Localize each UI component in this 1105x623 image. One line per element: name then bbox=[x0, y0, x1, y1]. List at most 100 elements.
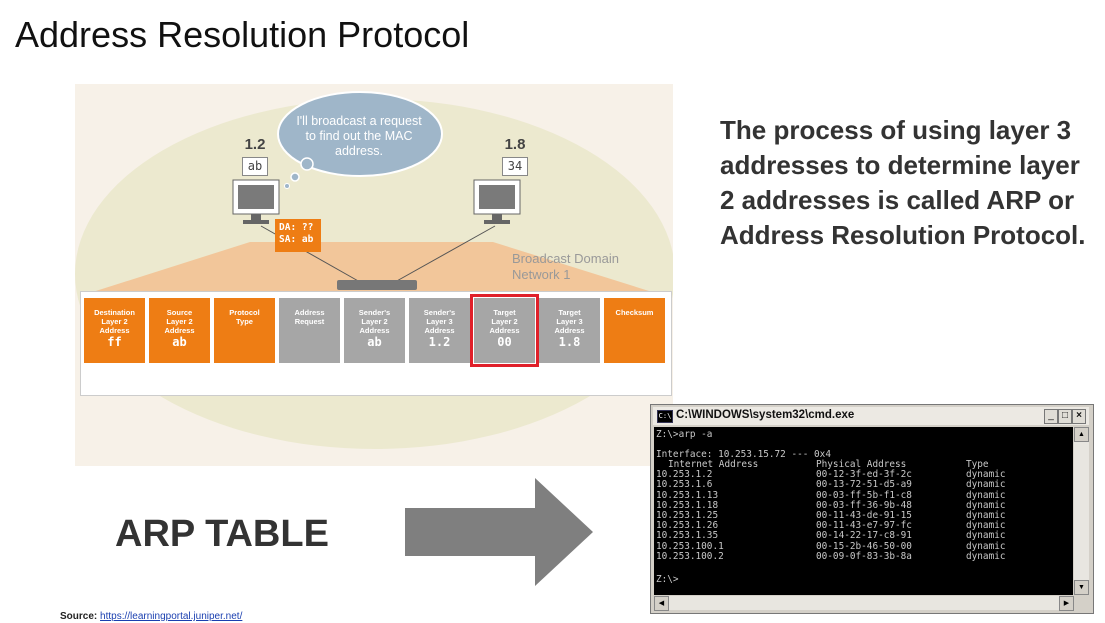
cloud-text: I'll broadcast a request to find out the… bbox=[296, 114, 422, 158]
cmd-window[interactable]: C:\ C:\WINDOWS\system32\cmd.exe _ □ × Z:… bbox=[650, 404, 1094, 614]
arp-table-cell: 00-11-43-de-91-15 bbox=[816, 510, 912, 521]
arp-table-cell: 10.253.1.35 bbox=[656, 530, 719, 542]
frame-field: Checksum bbox=[604, 298, 665, 363]
frame-field-value: 1.8 bbox=[558, 335, 581, 349]
arp-table-cell: dynamic bbox=[966, 479, 1006, 491]
arp-table-cell: dynamic bbox=[966, 499, 1006, 511]
frame-field-label: Address bbox=[489, 326, 520, 335]
arp-table-cell: dynamic bbox=[966, 520, 1006, 532]
cmd-icon: C:\ bbox=[657, 410, 673, 423]
cmd-prompt: Z:\> bbox=[656, 574, 679, 585]
host-right-mac: 34 bbox=[502, 157, 528, 176]
frame-tag-sa: SA: ab bbox=[279, 234, 314, 245]
arp-table-cell: 10.253.1.6 bbox=[656, 479, 713, 491]
frame-field-label: Destination bbox=[94, 308, 135, 317]
broadcast-fan bbox=[80, 242, 665, 296]
frame-field-label: Address bbox=[294, 308, 325, 317]
arp-table-cell: 00-13-72-51-d5-a9 bbox=[816, 479, 912, 491]
vertical-scrollbar[interactable]: ▲ ▼ bbox=[1074, 427, 1089, 595]
scroll-right-arrow-icon[interactable]: ▶ bbox=[1059, 596, 1074, 611]
domain-label-line: Broadcast Domain bbox=[512, 251, 619, 266]
arp-table-cell: 10.253.100.1 bbox=[656, 540, 724, 552]
host-left-mac: ab bbox=[242, 157, 268, 176]
cmd-command-line: Z:\>arp -a bbox=[656, 429, 713, 440]
broadcast-domain-label: Broadcast Domain Network 1 bbox=[512, 251, 619, 283]
frame-field-label: Address bbox=[554, 326, 585, 335]
computer-right-icon bbox=[473, 179, 521, 224]
slide-title: Address Resolution Protocol bbox=[15, 14, 470, 55]
frame-field-label: Target bbox=[558, 308, 581, 317]
maximize-button[interactable]: □ bbox=[1058, 409, 1072, 424]
arp-table-cell: 00-09-0f-83-3b-8a bbox=[816, 550, 912, 562]
link-right bbox=[394, 225, 496, 283]
frame-field-value: ff bbox=[107, 335, 122, 349]
arp-table-cell: 10.253.1.18 bbox=[656, 499, 719, 511]
frame-field-label: Layer 2 bbox=[101, 317, 128, 326]
scroll-down-arrow-icon[interactable]: ▼ bbox=[1074, 580, 1089, 595]
frame-field-label: Request bbox=[294, 317, 325, 326]
frame-field-label: Layer 3 bbox=[426, 317, 453, 326]
frame-field-label: Protocol bbox=[229, 308, 260, 317]
frame-field-label: Source bbox=[166, 308, 193, 317]
arp-table-cell: dynamic bbox=[966, 489, 1006, 501]
cmd-title: C:\WINDOWS\system32\cmd.exe bbox=[676, 409, 855, 421]
frame-field-label: Layer 2 bbox=[166, 317, 193, 326]
source-citation: Source: https://learningportal.juniper.n… bbox=[60, 611, 243, 622]
scroll-up-arrow-icon[interactable]: ▲ bbox=[1074, 427, 1089, 442]
arp-diagram: I'll broadcast a request to find out the… bbox=[75, 84, 673, 466]
arp-table-cell: dynamic bbox=[966, 540, 1006, 552]
cmd-titlebar[interactable]: C:\ C:\WINDOWS\system32\cmd.exe _ □ × bbox=[653, 407, 1089, 425]
switch-icon bbox=[337, 280, 417, 290]
arp-column-header: Type bbox=[966, 459, 989, 470]
arp-table-cell: 00-11-43-e7-97-fc bbox=[816, 520, 912, 532]
frame-field-label: Sender's bbox=[423, 308, 456, 317]
arp-table-cell: dynamic bbox=[966, 469, 1006, 481]
frame-field-label: Layer 2 bbox=[361, 317, 388, 326]
arp-table-cell: dynamic bbox=[966, 550, 1006, 562]
host-left-ip: 1.2 bbox=[244, 136, 266, 153]
arp-table-label: ARP TABLE bbox=[115, 513, 329, 555]
arp-table-cell: 10.253.1.13 bbox=[656, 489, 719, 501]
frame-field-label: Address bbox=[424, 326, 455, 335]
cmd-interface-line: Interface: 10.253.15.72 --- 0x4 bbox=[656, 449, 831, 460]
computer-left-icon bbox=[232, 179, 280, 224]
arp-table-cell: 00-03-ff-5b-f1-c8 bbox=[816, 489, 912, 501]
close-button[interactable]: × bbox=[1072, 409, 1086, 424]
frame-field-label: Sender's bbox=[358, 308, 391, 317]
frame-field-label: Address bbox=[99, 326, 130, 335]
arp-table-cell: 00-12-3f-ed-3f-2c bbox=[816, 469, 912, 481]
frame-field-label: Layer 3 bbox=[556, 317, 583, 326]
minimize-button[interactable]: _ bbox=[1044, 409, 1058, 424]
arp-table-cell: 10.253.1.25 bbox=[656, 510, 719, 521]
arp-table-cell: dynamic bbox=[966, 510, 1006, 521]
arp-table-cell: 00-15-2b-46-50-00 bbox=[816, 540, 912, 552]
scroll-left-arrow-icon[interactable]: ◀ bbox=[654, 596, 669, 611]
frame-field-label: Type bbox=[236, 317, 253, 326]
arp-table-cell: 10.253.1.2 bbox=[656, 469, 713, 481]
frame-field-label: Target bbox=[493, 308, 516, 317]
arp-table-cell: 00-14-22-17-c8-91 bbox=[816, 530, 912, 542]
host-right-ip: 1.8 bbox=[504, 136, 526, 153]
frame-field-label: Checksum bbox=[615, 308, 654, 317]
horizontal-scrollbar[interactable]: ◀ ▶ bbox=[654, 596, 1074, 611]
frame-field-label: Address bbox=[359, 326, 390, 335]
frame-field-label: Layer 2 bbox=[491, 317, 518, 326]
source-label: Source bbox=[60, 611, 94, 622]
arp-column-header: Physical Address bbox=[816, 459, 907, 470]
source-link[interactable]: https://learningportal.juniper.net/ bbox=[100, 611, 243, 622]
arp-table-cell: 10.253.1.26 bbox=[656, 520, 719, 532]
cmd-console[interactable]: Z:\>arp -a Interface: 10.253.15.72 --- 0… bbox=[654, 427, 1073, 595]
frame-field-value: ab bbox=[367, 335, 382, 349]
frame-field-label: Address bbox=[164, 326, 195, 335]
thought-cloud-icon bbox=[277, 91, 443, 189]
frame-address-tag: DA: ?? SA: ab bbox=[275, 219, 321, 252]
frame-field-value: ab bbox=[172, 335, 187, 349]
domain-label-line: Network 1 bbox=[512, 267, 571, 282]
